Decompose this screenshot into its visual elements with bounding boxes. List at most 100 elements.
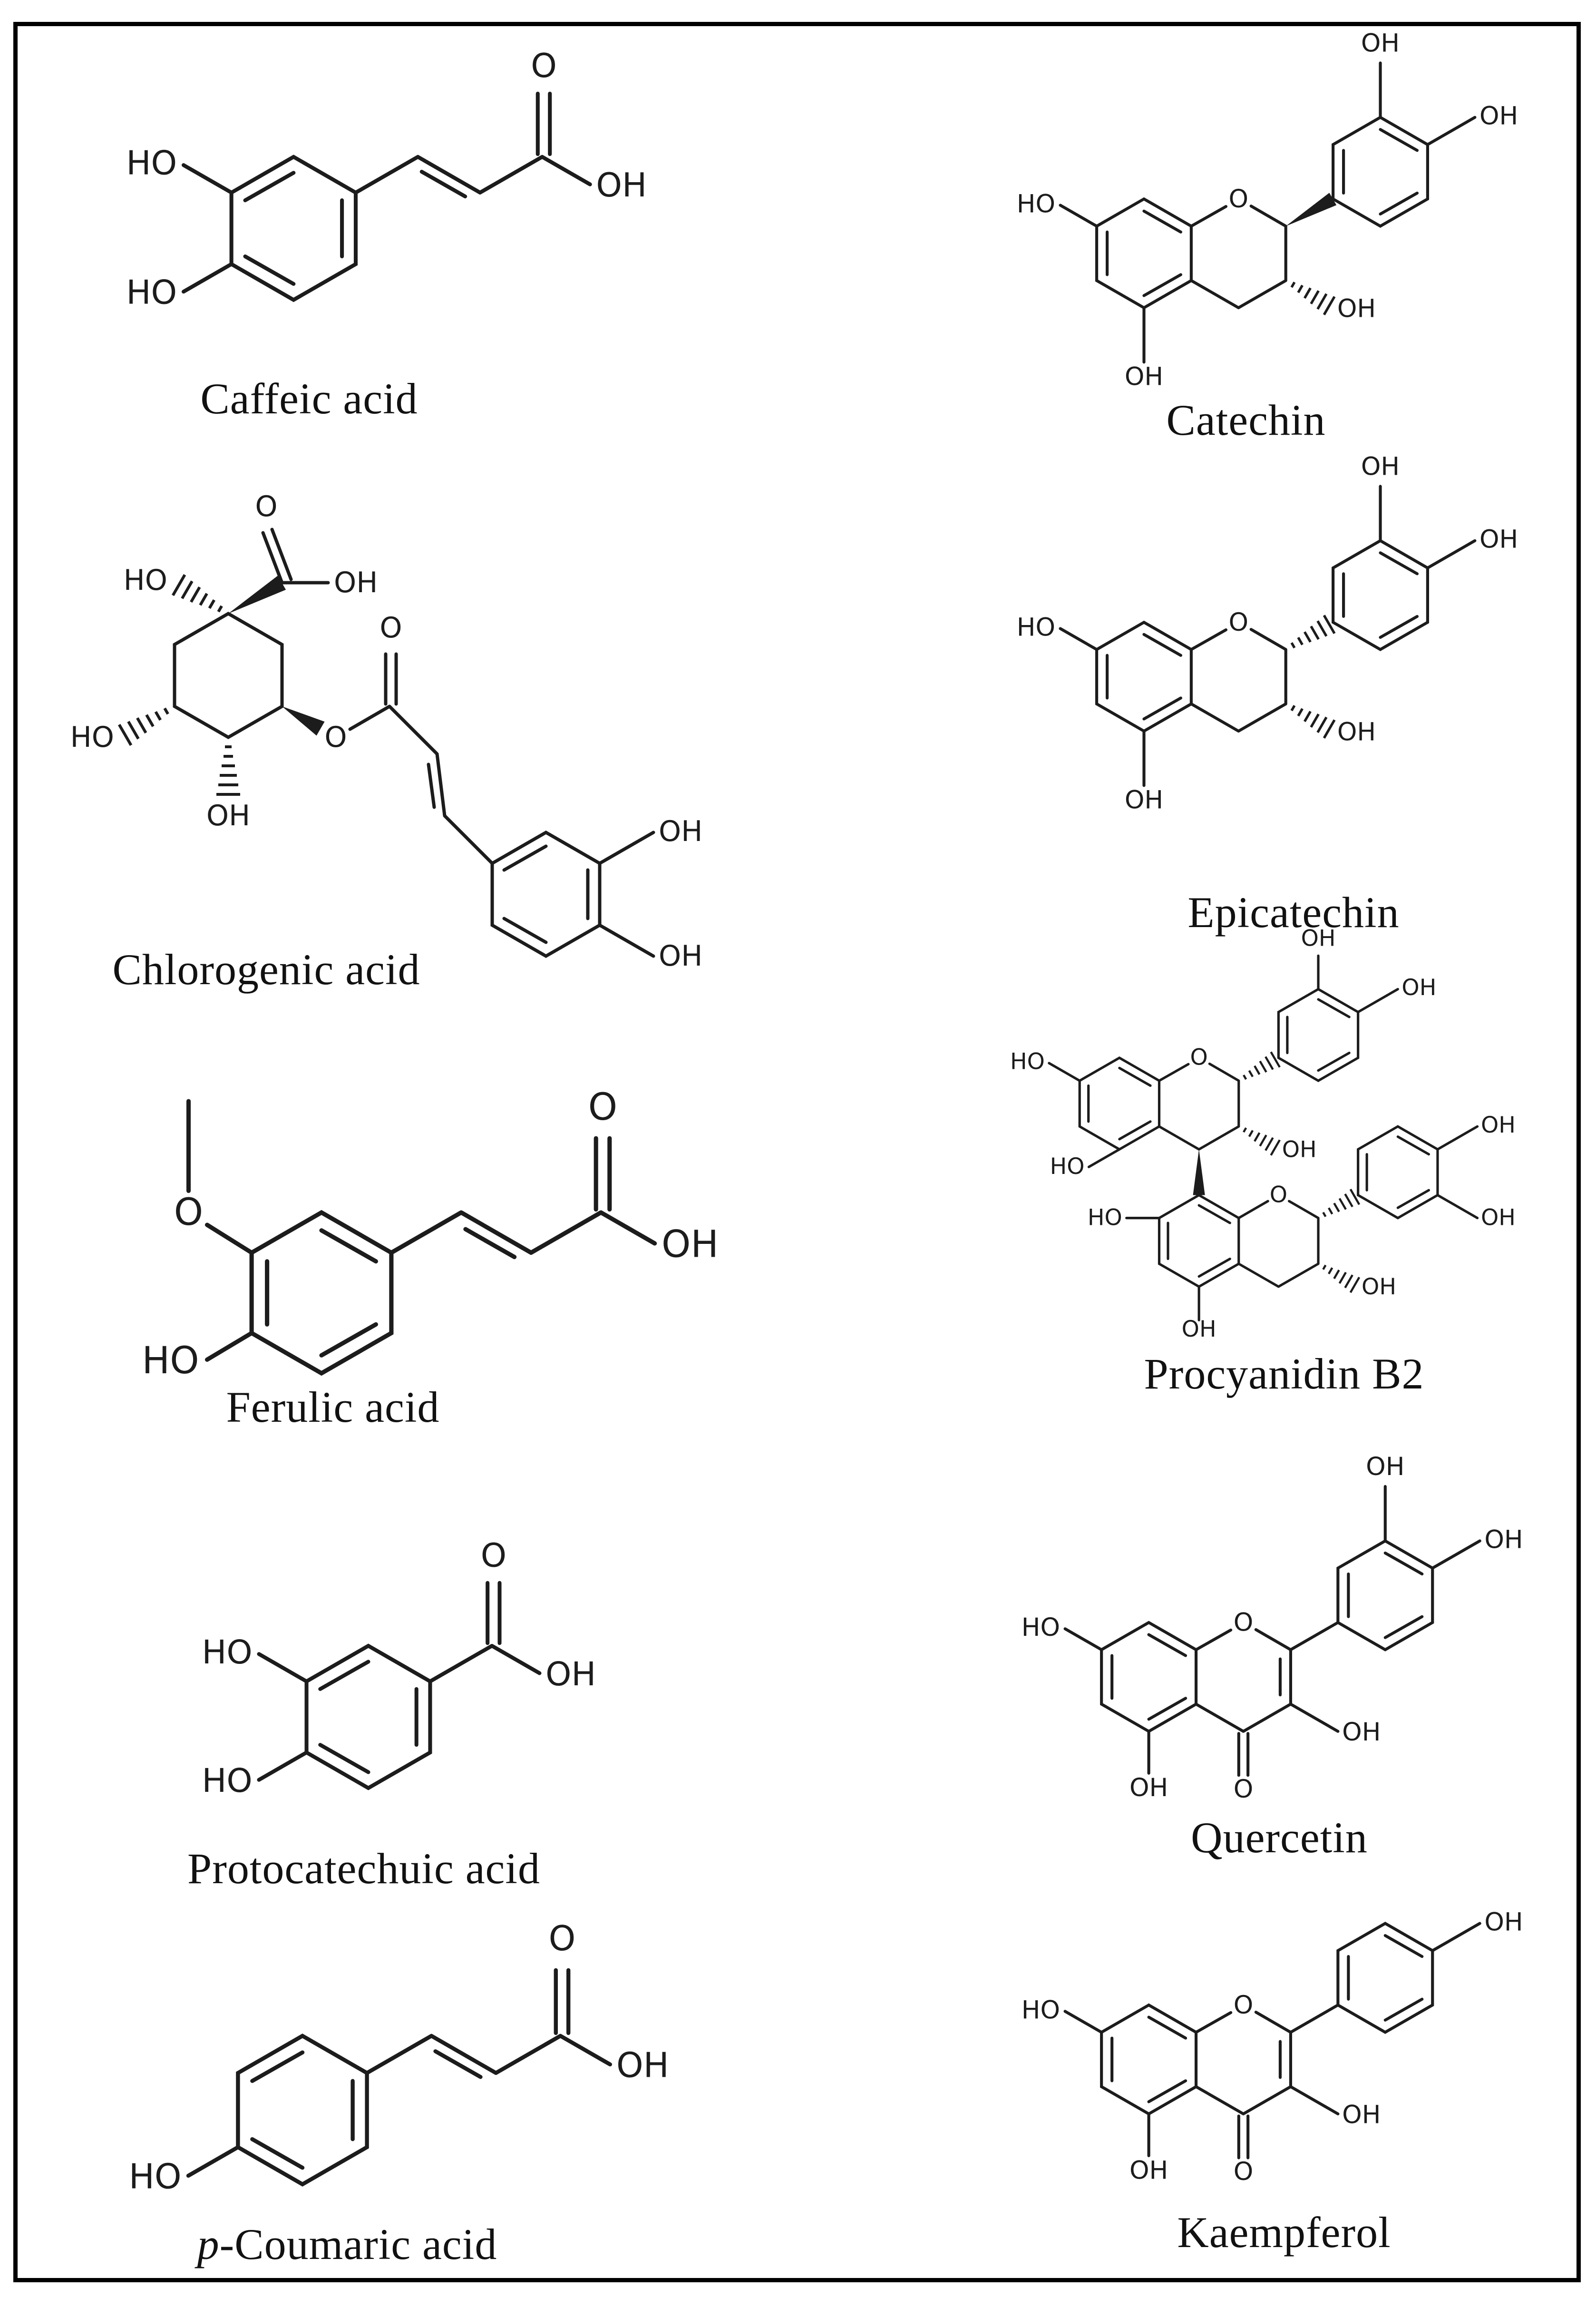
- quercetin-bonds: [1063, 1485, 1481, 1777]
- atom-label: HO: [202, 1633, 252, 1672]
- atom-label: O: [1270, 1182, 1287, 1208]
- quercetin-label: Quercetin: [1191, 1813, 1368, 1862]
- quinic-ring: [173, 611, 284, 740]
- hash-bond: [1240, 1123, 1280, 1155]
- atom-label: OH: [1129, 1773, 1168, 1802]
- aromatic-inner-lines: [1286, 998, 1351, 1072]
- benzene-ring: [229, 155, 358, 303]
- aromatic-inner-lines: [1347, 1551, 1424, 1639]
- protocatechuic-acid-structure: HO HO O OH: [202, 1536, 596, 1800]
- catechol-ring: [490, 830, 602, 958]
- atom-label: O: [1229, 185, 1249, 214]
- upper-a-ring: [1078, 1056, 1161, 1151]
- atom-label: HO: [1022, 1613, 1060, 1642]
- b-ring: [1332, 539, 1429, 651]
- a-ring: [1095, 197, 1193, 310]
- upper-substituent-bonds: [1048, 954, 1399, 1168]
- atom-label: HO: [1017, 613, 1055, 642]
- epicatechin-structure: OH OH HO O OH OH: [1017, 452, 1518, 815]
- atom-label: O: [1234, 1775, 1254, 1804]
- caffeic-acid-label: Caffeic acid: [200, 374, 418, 423]
- atom-label: HO: [129, 2156, 182, 2196]
- lower-c-ring-bonds: [1237, 1200, 1320, 1288]
- atom-label: O: [1234, 1991, 1254, 2020]
- hash-bond: [1288, 616, 1334, 655]
- p-coumaric-name-rest: -Coumaric acid: [219, 2220, 497, 2268]
- atom-label: O: [588, 1086, 617, 1129]
- wedge-bond: [1282, 193, 1337, 233]
- aromatic-inner-lines: [1342, 551, 1419, 639]
- ferulic-acid-label: Ferulic acid: [226, 1383, 440, 1431]
- b-ring: [1332, 116, 1429, 228]
- lower-substituent-bonds: [1125, 1125, 1479, 1321]
- atom-label: OH: [659, 815, 702, 848]
- hash-bond: [1240, 1052, 1280, 1085]
- c-ring-bonds: [1189, 205, 1287, 310]
- hash-bond: [1288, 276, 1334, 315]
- atom-label: OH: [1282, 1137, 1317, 1163]
- atom-label: OH: [1484, 1525, 1523, 1554]
- atom-label: HO: [1010, 1049, 1045, 1075]
- ketone-bonds: [1237, 2114, 1250, 2160]
- lower-b-ring: [1357, 1125, 1439, 1220]
- kaempferol-bonds: [1063, 1922, 1481, 2160]
- caffeic-bonds: [181, 91, 592, 303]
- substituent-bonds: [1063, 1485, 1481, 1775]
- lower-a-ring: [1158, 1193, 1240, 1288]
- c-ring-bonds: [1194, 1628, 1292, 1733]
- atom-label: OH: [1301, 925, 1336, 951]
- benzene-ring: [236, 2033, 369, 2187]
- atom-label: HO: [1017, 189, 1055, 218]
- atom-label: OH: [662, 1223, 719, 1266]
- atom-label: OH: [1481, 1204, 1516, 1231]
- c-ring-bonds: [1189, 628, 1287, 733]
- wedge-bond: [224, 576, 286, 621]
- aromatic-inner-lines: [243, 171, 344, 286]
- hash-bond: [119, 701, 173, 745]
- hash-bond: [216, 747, 240, 794]
- aromatic-inner-lines: [1110, 2015, 1187, 2103]
- atom-label: O: [1234, 1608, 1254, 1637]
- ketone-bonds: [1237, 1732, 1250, 1777]
- atom-label: O: [324, 721, 347, 754]
- atom-label: O: [531, 47, 557, 85]
- kaempferol-label: Kaempferol: [1177, 2208, 1391, 2257]
- upper-b-ring: [1277, 987, 1360, 1082]
- aromatic-inner-lines: [318, 1660, 418, 1774]
- a-ring: [1095, 620, 1193, 733]
- benzene-ring: [304, 1643, 432, 1790]
- hash-bond: [173, 575, 226, 619]
- atom-label: O: [255, 490, 277, 523]
- atom-label: OH: [1342, 2100, 1381, 2129]
- aromatic-inner-lines: [1087, 1066, 1152, 1141]
- atom-label: OH: [545, 1655, 596, 1693]
- atom-label: O: [1190, 1045, 1207, 1071]
- panel-border: [13, 22, 1581, 2282]
- aromatic-inner-lines: [265, 1228, 378, 1358]
- atom-label: OH: [616, 2045, 669, 2085]
- procyanidin-b2-label: Procyanidin B2: [1144, 1349, 1424, 1398]
- hash-bond: [1288, 699, 1334, 738]
- aromatic-inner-lines: [1365, 1135, 1431, 1209]
- catechin-label: Catechin: [1166, 396, 1326, 444]
- atom-label: OH: [334, 566, 378, 599]
- upper-c-ring-bonds: [1158, 1062, 1240, 1151]
- atom-label: HO: [1050, 1154, 1085, 1180]
- substituent-bonds: [186, 1968, 612, 2178]
- a-ring: [1100, 2003, 1198, 2116]
- aromatic-inner-lines: [1106, 633, 1182, 721]
- aromatic-inner-lines: [1167, 1204, 1231, 1278]
- atom-label: HO: [1022, 1995, 1060, 2024]
- c-ring-bonds: [1194, 2011, 1292, 2116]
- atom-label: OH: [1342, 1718, 1381, 1747]
- atom-label: HO: [126, 145, 177, 183]
- aromatic-inner-lines: [1106, 209, 1182, 297]
- atom-label: OH: [1125, 786, 1163, 815]
- atom-label: OH: [1129, 2156, 1168, 2185]
- epicatechin-bonds: [1059, 485, 1477, 787]
- atom-label: HO: [202, 1762, 252, 1800]
- p-coumaric-bonds: [186, 1968, 612, 2187]
- procyanidin-b2-structure: OH OH HO HO O OH HO O OH OH OH OH: [1010, 925, 1516, 1342]
- a-ring: [1100, 1621, 1198, 1733]
